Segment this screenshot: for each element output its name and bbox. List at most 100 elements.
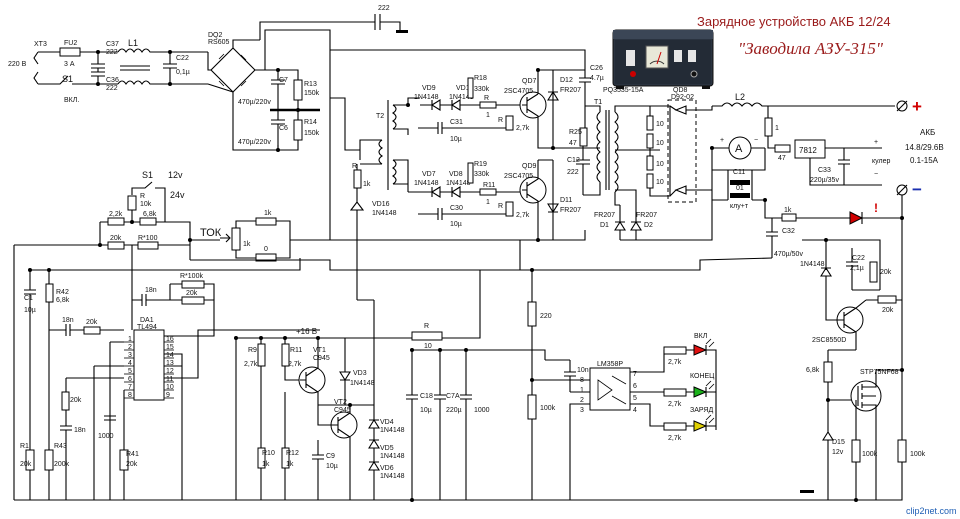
resistor-220 — [527, 301, 537, 327]
capacitors-c37-c36 — [91, 52, 105, 84]
battery-current: 0.1-15А — [910, 156, 939, 165]
svg-text:4.7µ: 4.7µ — [590, 75, 604, 82]
svg-text:+: + — [720, 137, 724, 144]
svg-text:R: R — [484, 95, 489, 102]
diode-d2 — [630, 205, 642, 240]
svg-text:1N4148: 1N4148 — [380, 473, 405, 480]
svg-text:S1: S1 — [142, 170, 153, 180]
svg-text:C30: C30 — [450, 205, 463, 212]
svg-text:D92-02: D92-02 — [671, 94, 694, 101]
svg-text:C7: C7 — [279, 77, 288, 84]
svg-text:1k: 1k — [243, 241, 251, 248]
resistor-r19 — [467, 162, 474, 184]
diodes-vd4-vd5-vd6 — [368, 405, 380, 500]
diode-d12 — [547, 70, 559, 120]
svg-text:C33: C33 — [818, 167, 831, 174]
led-charge-yellow — [693, 420, 708, 432]
resistor-20k-c — [181, 296, 205, 305]
diagram-subtitle: "Заводила АЗУ-315" — [738, 39, 884, 58]
svg-text:20k: 20k — [186, 290, 198, 297]
transformer-t2 — [392, 104, 397, 130]
svg-text:200k: 200k — [54, 461, 70, 468]
transformer-t1 — [596, 111, 601, 183]
fuse-fu2 — [59, 47, 81, 57]
svg-text:QD9: QD9 — [522, 163, 537, 170]
svg-text:7812: 7812 — [799, 146, 817, 155]
resistor-shunt-1 — [764, 117, 773, 137]
svg-text:47: 47 — [778, 155, 786, 162]
svg-text:R: R — [424, 323, 429, 330]
svg-text:2SC4705: 2SC4705 — [504, 173, 533, 180]
svg-text:20k: 20k — [86, 319, 98, 326]
svg-text:R12: R12 — [286, 450, 299, 457]
resistor-20k-d — [61, 391, 70, 411]
svg-text:10: 10 — [656, 179, 664, 186]
polarity-plus-label: + — [912, 97, 922, 116]
svg-text:330k: 330k — [474, 171, 490, 178]
capacitor-c11-wires — [727, 170, 753, 200]
capacitor-18n-a — [49, 324, 84, 336]
led-charge-label: ЗАРЯД — [690, 407, 713, 414]
svg-text:R42: R42 — [56, 289, 69, 296]
svg-text:4: 4 — [633, 407, 637, 414]
svg-text:12v: 12v — [832, 449, 844, 456]
resistor-r14 — [293, 119, 303, 141]
svg-text:FR207: FR207 — [636, 212, 657, 219]
svg-text:20k: 20k — [880, 269, 892, 276]
svg-text:18n: 18n — [74, 427, 86, 434]
capacitor-1000-a — [104, 341, 124, 500]
svg-text:FU2: FU2 — [64, 40, 77, 47]
svg-text:100k: 100k — [862, 451, 878, 458]
capacitor-222-top — [259, 14, 401, 40]
svg-text:2,7k: 2,7k — [668, 401, 682, 408]
resistor-r-10 — [411, 331, 443, 341]
capacitor-18n-c — [60, 377, 124, 500]
svg-text:1k: 1k — [262, 461, 270, 468]
control-section: S1 12v 24v R 10k 2,2k 6,8k 20k R*100 ТОК… — [13, 170, 773, 500]
svg-text:R25: R25 — [569, 129, 582, 136]
svg-text:47: 47 — [569, 140, 577, 147]
resistor-r100 — [137, 241, 159, 250]
resistor-r-base1 — [479, 101, 497, 109]
svg-text:10µ: 10µ — [326, 463, 338, 470]
svg-text:LM358P: LM358P — [597, 361, 623, 368]
svg-text:5: 5 — [633, 395, 637, 402]
mains-label: 220 В — [8, 61, 27, 68]
svg-text:222: 222 — [378, 5, 390, 12]
xt3-label: XT3 — [34, 41, 47, 48]
svg-text:1N4148: 1N4148 — [380, 427, 405, 434]
svg-text:R11: R11 — [483, 182, 495, 189]
led-on-label: ВКЛ — [694, 333, 708, 340]
svg-text:10k: 10k — [140, 201, 152, 208]
pin-number: 6 — [128, 376, 132, 383]
svg-text:2,7k: 2,7k — [516, 212, 530, 219]
svg-text:3: 3 — [580, 407, 584, 414]
led-end-green — [693, 386, 708, 398]
svg-text:12v: 12v — [168, 170, 183, 180]
svg-text:18n: 18n — [145, 287, 157, 294]
diode-vd10 — [440, 99, 461, 111]
polarity-minus-label: − — [912, 180, 922, 199]
resistor-r11-bridge — [479, 188, 497, 196]
svg-text:222: 222 — [106, 85, 118, 92]
svg-text:1k: 1k — [286, 461, 294, 468]
pin-number: 11 — [166, 376, 173, 383]
bridge-rectifier-dq2 — [210, 47, 256, 93]
resistor-r9 — [257, 343, 266, 367]
svg-text:R43: R43 — [54, 443, 67, 450]
diode-d1 — [614, 205, 626, 240]
pin-number: 16 — [166, 336, 174, 343]
diode-vd7 — [408, 186, 441, 198]
svg-text:2: 2 — [580, 397, 584, 404]
resistor-20k-b — [83, 326, 101, 335]
svg-text:ВКЛ.: ВКЛ. — [64, 97, 79, 104]
svg-text:2SC4705: 2SC4705 — [504, 88, 533, 95]
svg-text:DQ2: DQ2 — [208, 32, 223, 39]
xt3-connector — [33, 51, 39, 85]
resistor-10b — [646, 133, 654, 149]
svg-text:STP75NF68: STP75NF68 — [860, 369, 899, 376]
capacitor-c18 — [406, 349, 546, 500]
svg-text:10: 10 — [656, 161, 664, 168]
